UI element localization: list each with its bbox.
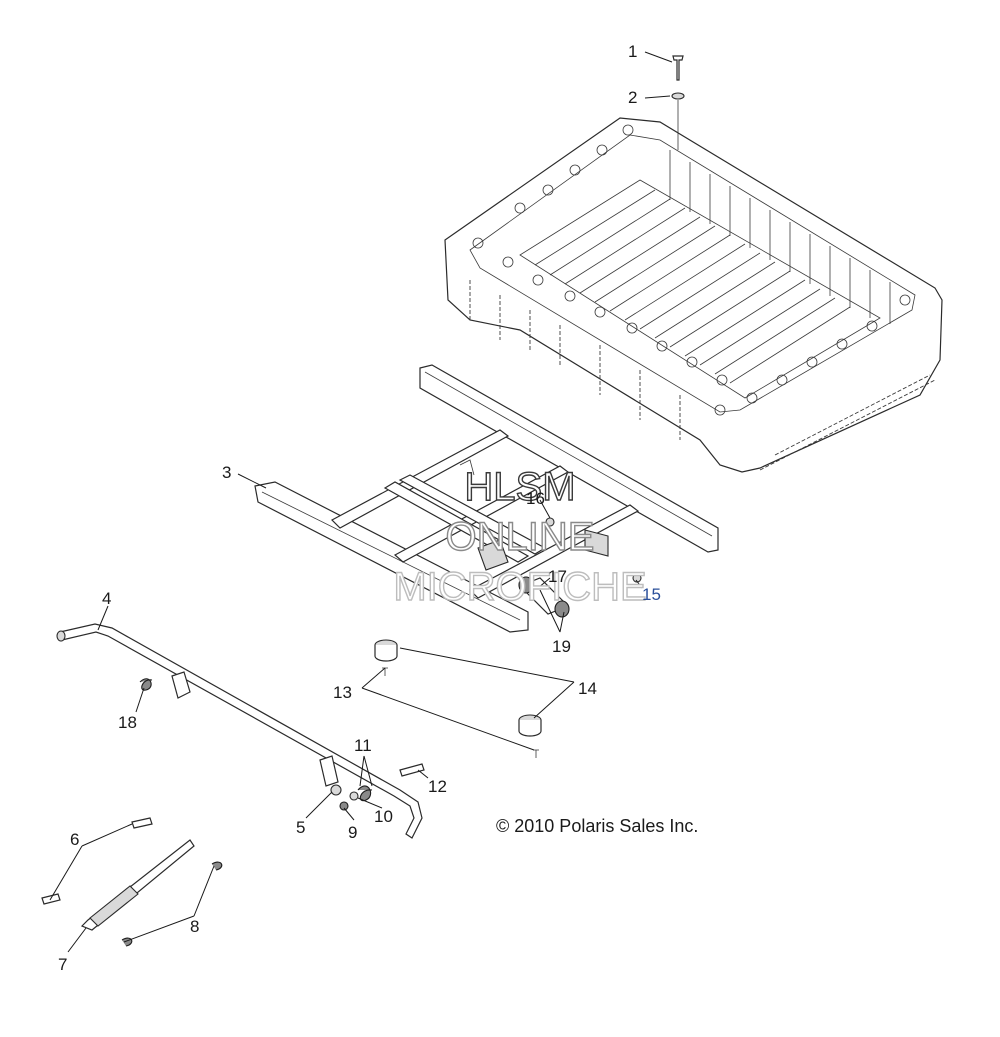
callout-13: 13 [333, 683, 352, 702]
callout-2: 2 [628, 88, 637, 107]
callout-8: 8 [190, 917, 199, 936]
callout-14: 14 [578, 679, 597, 698]
callout-4: 4 [102, 589, 111, 608]
cargo-box [444, 117, 943, 473]
callout-17: 17 [548, 567, 567, 586]
callouts: 1 2 3 4 5 6 7 8 9 10 11 12 13 14 15 16 1… [58, 42, 661, 974]
callout-5: 5 [296, 818, 305, 837]
callout-18: 18 [118, 713, 137, 732]
callout-12: 12 [428, 777, 447, 796]
watermark-line-2: ONLINE [446, 515, 595, 559]
callout-10: 10 [374, 807, 393, 826]
release-rod [56, 623, 425, 839]
small-hardware [518, 517, 642, 618]
callout-11: 11 [354, 736, 372, 755]
watermark: HLSM ONLINE MICROFICHE [393, 464, 648, 609]
watermark-line-1: HLSM [464, 465, 575, 509]
top-fasteners [671, 55, 685, 150]
lower-parts [41, 817, 223, 947]
callout-9: 9 [348, 823, 357, 842]
callout-16: 16 [526, 489, 545, 508]
callout-19: 19 [552, 637, 571, 656]
callout-7: 7 [58, 955, 67, 974]
callout-6: 6 [70, 830, 79, 849]
watermark-line-3: MICROFICHE [393, 565, 646, 609]
callout-1: 1 [628, 42, 637, 61]
bumpers [374, 639, 542, 758]
box-frame [254, 364, 719, 633]
leader-lines [49, 51, 673, 953]
copyright-notice: © 2010 Polaris Sales Inc. [496, 816, 698, 836]
callout-3: 3 [222, 463, 231, 482]
callout-15: 15 [642, 585, 661, 604]
